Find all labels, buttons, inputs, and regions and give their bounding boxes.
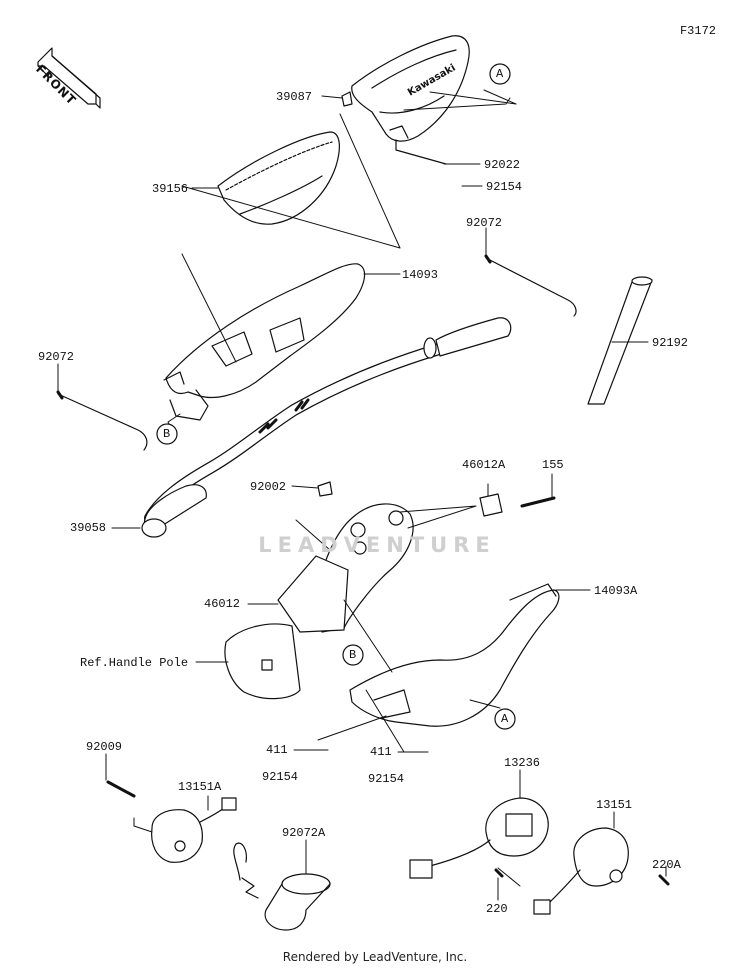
front-direction-arrow (37, 47, 101, 109)
part-label-ref-handle-pole[interactable]: Ref.Handle Pole (80, 656, 189, 670)
part-label-39058[interactable]: 39058 (70, 521, 107, 535)
meter-cover-illustration (163, 263, 366, 421)
part-label-220[interactable]: 220 (486, 902, 508, 916)
clamp-band-illustration (233, 842, 331, 931)
leader-lines (57, 89, 667, 901)
part-label-92154-right[interactable]: 92154 (368, 772, 405, 786)
part-label-13151A[interactable]: 13151A (178, 780, 222, 794)
part-label-39087[interactable]: 39087 (276, 90, 313, 104)
watermark: LEADVENTURE (258, 533, 496, 557)
part-label-39156[interactable]: 39156 (152, 182, 189, 196)
part-label-46012A[interactable]: 46012A (462, 458, 506, 472)
part-label-14093[interactable]: 14093 (402, 268, 439, 282)
left-switch-housing-illustration (106, 780, 237, 863)
handle-clamp-assembly (224, 481, 556, 700)
lower-cover-illustration (349, 583, 560, 727)
part-label-92072-left[interactable]: 92072 (38, 350, 75, 364)
part-label-92192[interactable]: 92192 (652, 336, 689, 350)
part-label-92072A[interactable]: 92072A (282, 826, 326, 840)
part-label-92009[interactable]: 92009 (86, 740, 123, 754)
figure-id: F3172 (679, 24, 716, 38)
part-label-92022[interactable]: 92022 (484, 158, 521, 172)
part-label-155[interactable]: 155 (542, 458, 564, 472)
part-label-46012[interactable]: 46012 (204, 597, 241, 611)
part-label-411-left[interactable]: 411 (266, 743, 288, 757)
callout-b-center: B (349, 648, 357, 662)
right-switch-housing-illustration (409, 797, 670, 915)
footer-credit: Rendered by LeadVenture, Inc. (282, 950, 468, 964)
part-label-92154-left[interactable]: 92154 (262, 770, 299, 784)
callout-a-top: A (496, 67, 504, 81)
callout-circles (156, 63, 516, 730)
part-label-411-right[interactable]: 411 (370, 745, 392, 759)
headlight-cowl-illustration: Kawasaki (341, 35, 470, 165)
part-label-14093A[interactable]: 14093A (594, 584, 638, 598)
meter-visor-illustration (217, 131, 340, 225)
callout-a-bottom: A (501, 712, 509, 726)
part-label-13151[interactable]: 13151 (596, 798, 633, 812)
part-label-92002[interactable]: 92002 (250, 480, 287, 494)
callout-b-left: B (163, 427, 171, 441)
part-label-220A[interactable]: 220A (652, 858, 681, 872)
part-label-92154-top[interactable]: 92154 (486, 180, 523, 194)
part-label-13236[interactable]: 13236 (504, 756, 541, 770)
handlebar-illustration (141, 317, 512, 538)
part-label-92072-right[interactable]: 92072 (466, 216, 503, 230)
